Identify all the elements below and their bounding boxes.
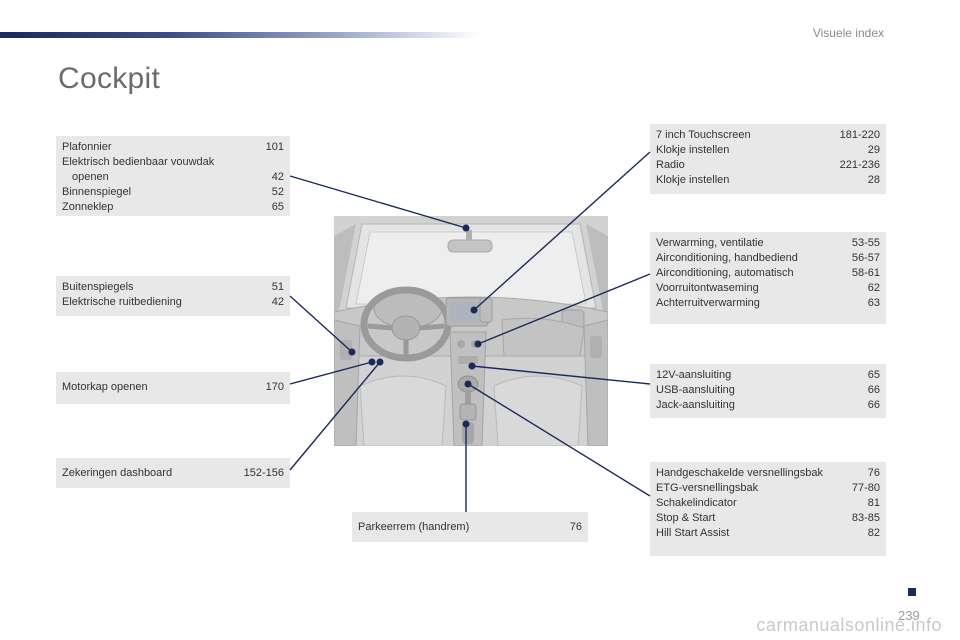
index-box-touchscreen: 7 inch Touchscreen 181-220 Klokje instell… [650, 124, 886, 194]
index-entry[interactable]: USB-aansluiting 66 [656, 383, 880, 398]
entry-label: Buitenspiegels [62, 281, 134, 293]
index-box-versnelling: Handgeschakelde versnellingsbak 76 ETG-ve… [650, 462, 886, 556]
index-entry[interactable]: Stop & Start 83-85 [656, 511, 880, 526]
entry-page: 63 [867, 297, 880, 309]
entry-label: Voorruitontwaseming [656, 282, 759, 294]
entry-page: 65 [867, 369, 880, 381]
entry-label: Jack-aansluiting [656, 399, 735, 411]
index-box-buitenspiegels: Buitenspiegels 51 Elektrische ruitbedieni… [56, 276, 290, 316]
entry-label: Parkeerrem (handrem) [358, 521, 470, 533]
entry-label: Radio [656, 159, 685, 171]
entry-label: openen [72, 171, 109, 183]
index-entry[interactable]: Hill Start Assist 82 [656, 526, 880, 541]
entry-page: 221-236 [839, 159, 880, 171]
index-entry[interactable]: 12V-aansluiting 65 [656, 368, 880, 383]
index-box-zekeringen: Zekeringen dashboard 152-156 [56, 458, 290, 488]
watermark: carmanualsonline.info [756, 615, 942, 635]
index-entry[interactable]: Motorkap openen 170 [62, 380, 284, 395]
index-entry[interactable]: Zonneklep 65 [62, 200, 284, 215]
header-accent-bar [0, 32, 480, 38]
index-entry[interactable]: Plafonnier 101 [62, 140, 284, 155]
entry-page: 66 [867, 399, 880, 411]
entry-label: Plafonnier [62, 141, 112, 153]
entry-label: Zonneklep [62, 201, 114, 213]
entry-page: 42 [271, 171, 284, 183]
index-entry[interactable]: Jack-aansluiting 66 [656, 398, 880, 413]
entry-label: Binnenspiegel [62, 186, 132, 198]
entry-page: 152-156 [243, 467, 284, 479]
entry-label: Klokje instellen [656, 174, 730, 186]
entry-label: Schakelindicator [656, 497, 737, 509]
index-entry[interactable]: 7 inch Touchscreen 181-220 [656, 128, 880, 143]
entry-page: 76 [569, 521, 582, 533]
entry-label: ETG-versnellingsbak [656, 482, 759, 494]
index-entry[interactable]: openen 42 [62, 170, 284, 185]
page-corner-marker [908, 588, 916, 596]
index-entry[interactable]: Elektrische ruitbediening 42 [62, 295, 284, 310]
index-box-aansluiting: 12V-aansluiting 65 USB-aansluiting 66 Jack… [650, 364, 886, 418]
entry-page: 83-85 [851, 512, 880, 524]
entry-label: Hill Start Assist [656, 527, 730, 539]
entry-page: 82 [867, 527, 880, 539]
index-entry[interactable]: Airconditioning, handbediend 56-57 [656, 251, 880, 266]
entry-label: USB-aansluiting [656, 384, 735, 396]
entry-label: Zekeringen dashboard [62, 467, 173, 479]
index-entry[interactable]: Achterruitverwarming 63 [656, 296, 880, 311]
entry-page: 42 [271, 296, 284, 308]
index-box-motorkap: Motorkap openen 170 [56, 372, 290, 404]
index-entry[interactable]: Schakelindicator 81 [656, 496, 880, 511]
index-entry[interactable]: Buitenspiegels 51 [62, 280, 284, 295]
index-entry[interactable]: Binnenspiegel 52 [62, 185, 284, 200]
index-entry[interactable]: Klokje instellen 28 [656, 173, 880, 188]
entry-label: Achterruitverwarming [656, 297, 760, 309]
entry-label: Elektrische ruitbediening [62, 296, 182, 308]
entry-label: Stop & Start [656, 512, 716, 524]
entry-page: 65 [271, 201, 284, 213]
entry-page: 28 [867, 174, 880, 186]
index-entry[interactable]: Zekeringen dashboard 152-156 [62, 466, 284, 481]
cockpit-drawing [334, 216, 608, 446]
entry-page: 66 [867, 384, 880, 396]
entry-page: 51 [271, 281, 284, 293]
entry-page: 52 [271, 186, 284, 198]
entry-label: Verwarming, ventilatie [656, 237, 764, 249]
entry-page: 81 [867, 497, 880, 509]
entry-label: 12V-aansluiting [656, 369, 732, 381]
entry-page [276, 155, 284, 170]
index-entry[interactable]: Airconditioning, automatisch 58-61 [656, 266, 880, 281]
index-entry[interactable]: Verwarming, ventilatie 53-55 [656, 236, 880, 251]
index-box-verwarming: Verwarming, ventilatie 53-55 Aircondition… [650, 232, 886, 324]
section-title: Visuele index [812, 26, 884, 40]
index-entry[interactable]: ETG-versnellingsbak 77-80 [656, 481, 880, 496]
index-entry[interactable]: Radio 221-236 [656, 158, 880, 173]
index-box-plafonnier: Plafonnier 101 Elektrisch bedienbaar vouw… [56, 136, 290, 216]
entry-page: 76 [867, 467, 880, 479]
entry-label: Airconditioning, handbediend [656, 252, 798, 264]
entry-page: 101 [265, 141, 284, 153]
entry-page: 53-55 [851, 237, 880, 249]
index-box-parkeerrem: Parkeerrem (handrem) 76 [352, 512, 588, 542]
entry-page: 170 [265, 381, 284, 393]
entry-label: Klokje instellen [656, 144, 730, 156]
entry-label: 7 inch Touchscreen [656, 129, 751, 141]
entry-page: 56-57 [851, 252, 880, 264]
entry-page: 29 [867, 144, 880, 156]
page-number: 239 [898, 608, 920, 623]
page-title: Cockpit [58, 62, 161, 95]
entry-page: 58-61 [851, 267, 880, 279]
index-entry[interactable]: Voorruitontwaseming 62 [656, 281, 880, 296]
entry-label: Elektrisch bedienbaar vouwdak [62, 156, 215, 168]
entry-label: Handgeschakelde versnellingsbak [656, 467, 823, 479]
entry-page: 62 [867, 282, 880, 294]
index-entry[interactable]: Parkeerrem (handrem) 76 [358, 520, 582, 535]
entry-page: 181-220 [839, 129, 880, 141]
entry-page: 77-80 [851, 482, 880, 494]
cockpit-illustration [334, 216, 608, 446]
entry-label: Airconditioning, automatisch [656, 267, 794, 279]
entry-label: Motorkap openen [62, 381, 148, 393]
index-entry[interactable]: Klokje instellen 29 [656, 143, 880, 158]
index-entry[interactable]: Elektrisch bedienbaar vouwdak [62, 155, 284, 170]
index-entry[interactable]: Handgeschakelde versnellingsbak 76 [656, 466, 880, 481]
